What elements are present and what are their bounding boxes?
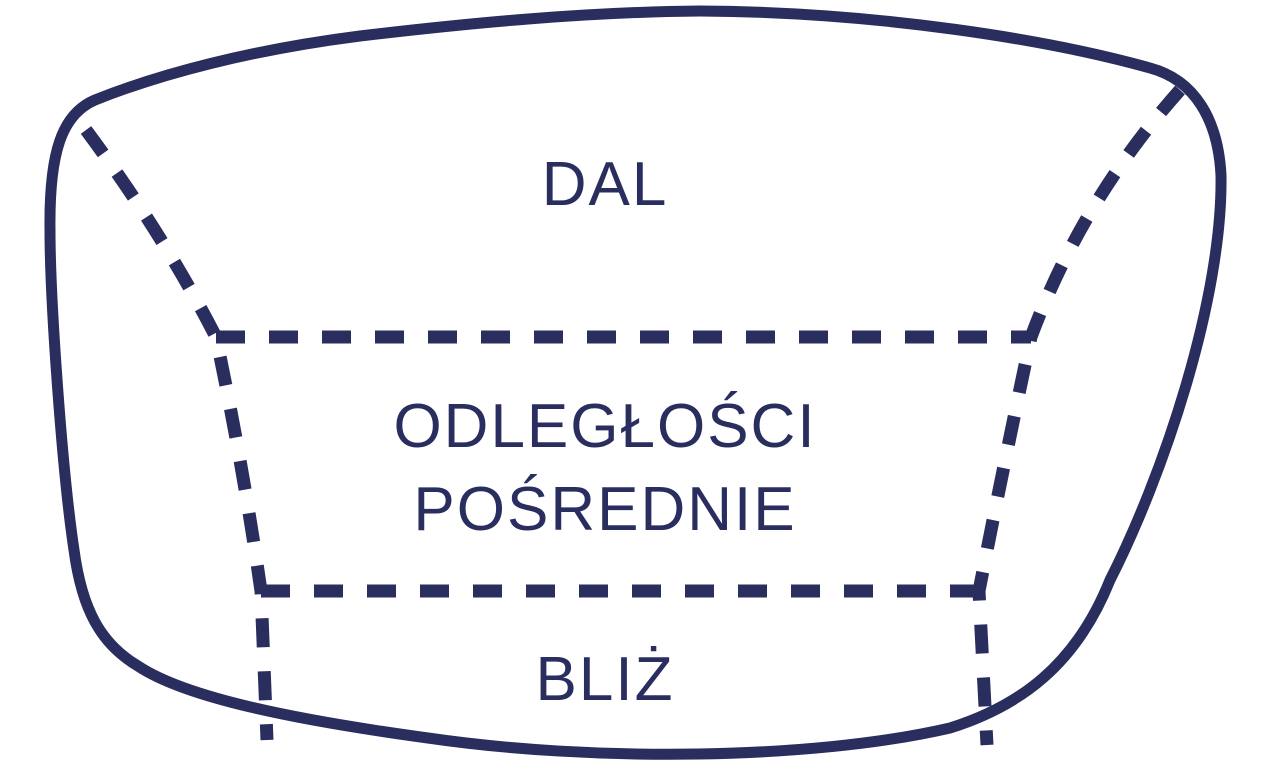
intermediate-zone-label-line2: POŚREDNIE xyxy=(413,475,796,544)
lens-outline xyxy=(44,5,1227,760)
right-zone-boundary-dashed-line xyxy=(972,85,1185,746)
near-zone-label: BLIŻ xyxy=(536,645,675,714)
left-zone-boundary-dashed-line xyxy=(80,126,274,741)
far-zone-label: DAL xyxy=(542,150,669,219)
intermediate-zone-label-line1: ODLEGŁOŚCI xyxy=(393,392,816,461)
